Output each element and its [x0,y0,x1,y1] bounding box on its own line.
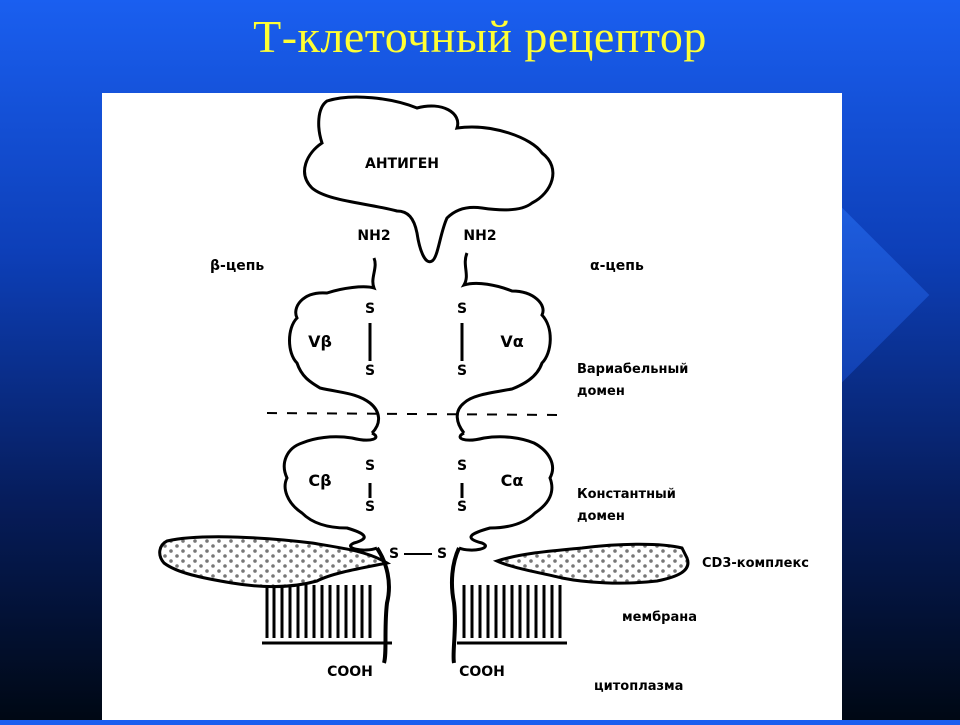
cd3-complex-left [158,535,392,588]
s-label: S [365,499,375,515]
v-beta-domain [288,257,380,435]
cd3-complex-right [492,542,690,585]
antigen-label: АНТИГЕН [365,156,439,172]
c-beta-label: Cβ [308,471,331,490]
s-label: S [365,363,375,379]
s-label: S [365,458,375,474]
v-beta-label: Vβ [308,332,332,351]
beta-transmembrane [375,546,391,664]
membrane-label: мембрана [622,610,697,625]
alpha-chain-label: α-цепь [590,258,644,274]
s-label: S [457,363,467,379]
s-label: S [365,301,375,317]
s-label: S [457,458,467,474]
s-label: S [457,301,467,317]
variable-domain-line2: домен [577,384,625,399]
beta-chain-label: β-цепь [210,258,264,274]
c-alpha-label: Cα [501,471,524,490]
c-alpha-domain [458,431,555,552]
s-label: S [389,546,399,562]
cooh-right-label: COOH [459,664,505,680]
tcr-diagram: АНТИГЕН NH2 NH2 β-цепь α-цепь S S S S Vβ… [102,93,842,720]
tcr-diagram-svg: АНТИГЕН NH2 NH2 β-цепь α-цепь S S S S Vβ… [158,95,809,694]
antigen-shape [303,95,555,264]
slide-title: Т-клеточный рецептор [253,11,707,62]
membrane-bilayer [265,585,562,638]
cooh-left-label: COOH [327,664,373,680]
alpha-transmembrane [449,547,461,664]
nh2-left-label: NH2 [357,228,390,244]
domain-separator [266,412,563,416]
constant-domain-line2: домен [577,509,625,524]
cytoplasm-label: цитоплазма [594,679,683,694]
constant-domain-line1: Константный [577,487,676,502]
cd3-complex-label: CD3-комплекс [702,556,809,571]
v-alpha-label: Vα [500,332,523,351]
nh2-right-label: NH2 [463,228,496,244]
c-beta-domain [282,431,378,552]
v-alpha-domain [455,252,552,434]
s-label: S [437,546,447,562]
s-label: S [457,499,467,515]
variable-domain-line1: Вариабельный [577,362,688,377]
